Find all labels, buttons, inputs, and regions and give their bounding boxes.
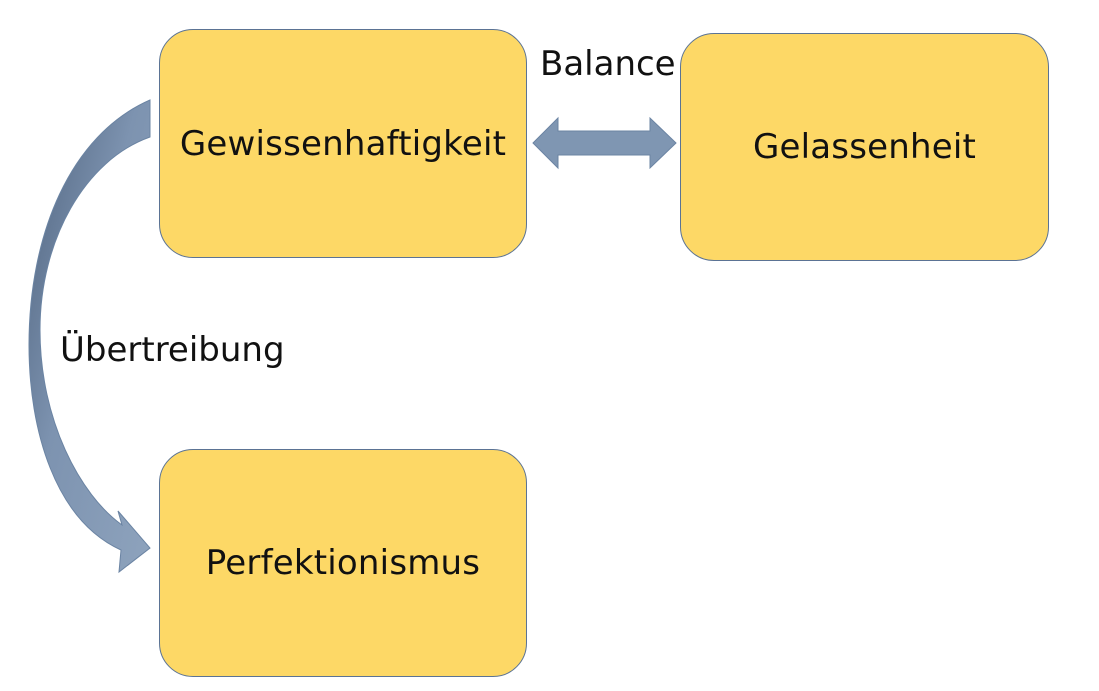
- node-perfektionismus-label: Perfektionismus: [205, 543, 481, 583]
- node-gewissenhaftigkeit-label: Gewissenhaftigkeit: [179, 123, 507, 164]
- node-gelassenheit: Gelassenheit: [680, 33, 1049, 261]
- node-gelassenheit-label: Gelassenheit: [752, 127, 977, 167]
- node-gewissenhaftigkeit: Gewissenhaftigkeit: [159, 29, 527, 258]
- uebertreibung-curved-arrow: [28, 99, 151, 574]
- node-perfektionismus: Perfektionismus: [159, 449, 527, 677]
- balance-double-arrow: [532, 116, 677, 170]
- edge-label-uebertreibung: Übertreibung: [60, 330, 285, 370]
- edge-label-balance: Balance: [540, 44, 676, 84]
